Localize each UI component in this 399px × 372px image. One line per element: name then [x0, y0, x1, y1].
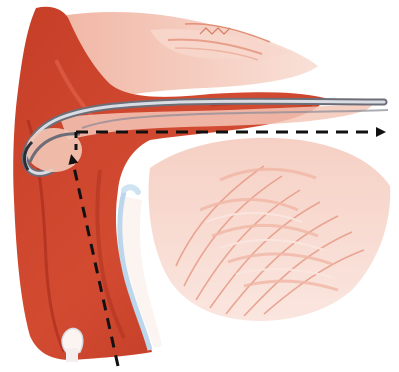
tongue-tissue: [149, 138, 391, 321]
